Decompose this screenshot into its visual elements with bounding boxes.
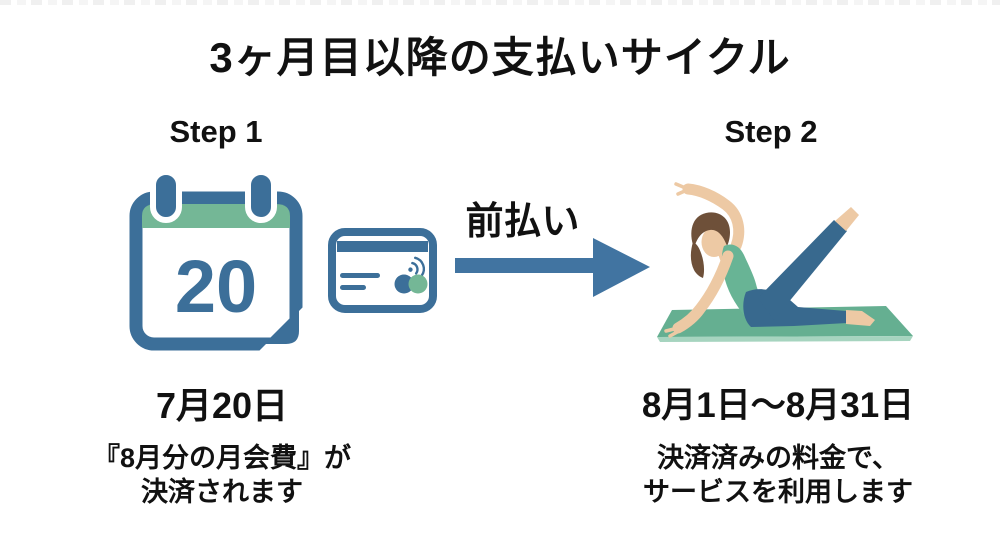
pilates-person-illustration [657,182,913,342]
card-text-line-2 [340,285,366,290]
arrow-right-icon [455,238,650,297]
calendar-body [129,191,303,351]
raised-hand-fingers [674,182,690,196]
supporting-arm [672,250,734,334]
card-stripe [337,241,428,252]
yoga-mat-edge [657,336,913,342]
raised-foot [835,207,859,231]
step1-description-line1: 『8月分の月会費』が [92,443,352,473]
calendar-day-number: 20 [175,245,257,328]
step2-description-line2: サービスを利用します [643,477,913,507]
step2-description-line1: 決済済みの料金で、 [657,443,899,473]
step2-date: 8月1日〜8月31日 [641,386,915,425]
card-logo-circles [394,274,428,294]
bottom-foot [846,310,875,326]
contactless-icon [408,256,425,277]
arrow-shape [455,238,650,297]
step2-description: 決済済みの料金で、 サービスを利用します [598,441,958,509]
raised-arm [682,183,745,252]
calendar-ring-right [245,170,277,223]
head [701,227,727,257]
supporting-hand-fingers [664,326,681,338]
calendar-folded-corner [264,309,299,344]
step2-label: Step 2 [724,114,818,149]
step1-date: 7月20日 [155,385,289,426]
calendar-ring-left [150,170,182,223]
step1-description-line2: 決済されます [141,477,303,507]
hair-cap [691,212,730,248]
step1-description: 『8月分の月会費』が 決済されます [42,441,402,509]
page-title: 3ヶ月目以降の支払いサイクル [209,34,791,81]
top-edge-artifact [0,0,1000,5]
credit-card-icon [328,228,437,313]
hair-ponytail [690,242,705,278]
prepay-label: 前払い [465,201,580,243]
calendar-icon: 20 [129,170,305,354]
card-text-line-1 [340,273,380,278]
raised-leg [758,220,847,320]
step1-label: Step 1 [169,114,263,149]
